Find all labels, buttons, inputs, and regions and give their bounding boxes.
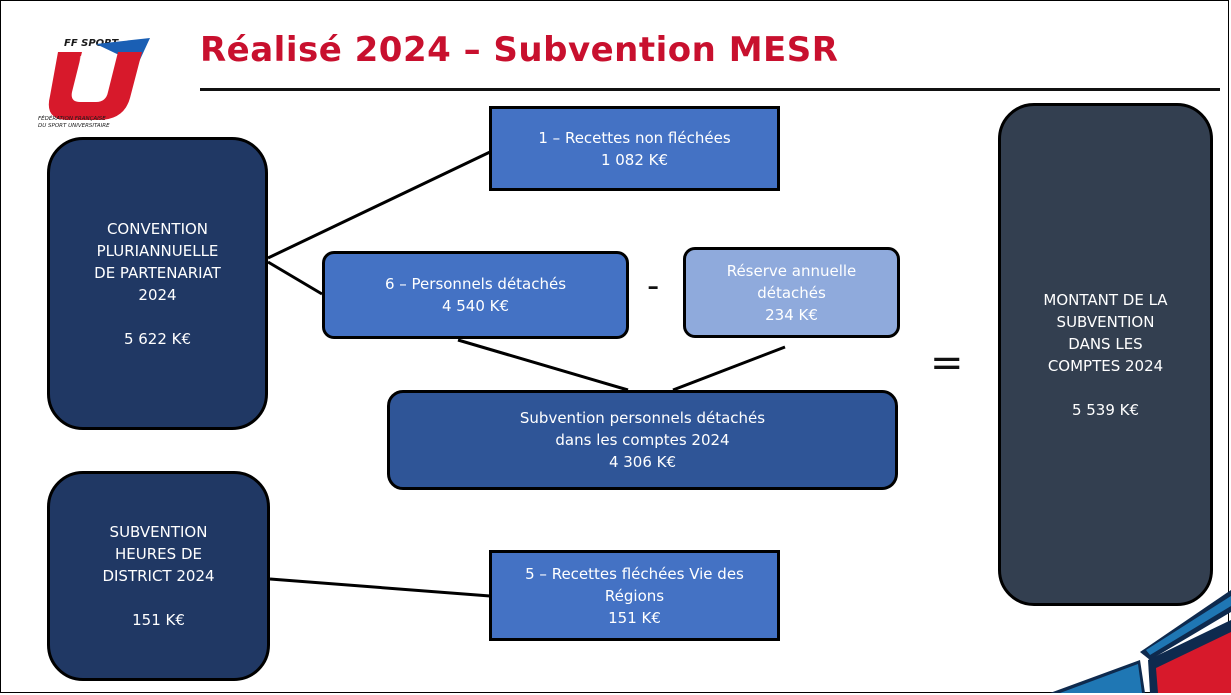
recettes-flechees-line2: Régions	[604, 586, 665, 605]
personnels-detaches-amount: 4 540 K€	[441, 297, 510, 315]
slide-title: Réalisé 2024 – Subvention MESR	[200, 30, 839, 70]
reserve-box: Réserve annuelle détachés 234 K€	[683, 247, 900, 338]
line-convention-to-personnels	[267, 260, 323, 296]
ffsu-logo: FF SPORT FÉDÉRATION FRANÇAISE DU SPORT U…	[38, 38, 150, 129]
montant-line2: SUBVENTION	[1056, 312, 1155, 331]
decorative-corner-shapes	[1050, 590, 1231, 693]
convention-line3: DE PARTENARIAT	[94, 263, 221, 282]
convention-amount: 5 622 K€	[123, 329, 192, 348]
subvention-personnels-amount: 4 306 K€	[608, 453, 677, 471]
logo-caption-2: DU SPORT UNIVERSITAIRE	[38, 123, 110, 129]
subvention-personnels-line2: dans les comptes 2024	[555, 431, 730, 449]
subvention-personnels-box: Subvention personnels détachés dans les …	[387, 390, 898, 490]
montant-line1: MONTANT DE LA	[1043, 290, 1168, 309]
line-personnels-to-subvention	[457, 338, 629, 392]
personnels-detaches-label: 6 – Personnels détachés	[384, 275, 567, 293]
convention-line4: 2024	[138, 285, 177, 304]
minus-operator: -	[647, 266, 660, 306]
reserve-line2: détachés	[757, 283, 826, 302]
reserve-amount: 234 K€	[765, 305, 818, 324]
district-amount: 151 K€	[132, 611, 185, 629]
title-underline	[200, 88, 1220, 91]
montant-line4: COMPTES 2024	[1047, 356, 1164, 375]
district-line1: SUBVENTION	[109, 523, 208, 541]
district-line3: DISTRICT 2024	[102, 567, 215, 585]
montant-box: MONTANT DE LA SUBVENTION DANS LES COMPTE…	[998, 103, 1213, 606]
montant-line3: DANS LES	[1068, 334, 1143, 353]
logo-caption-1: FÉDÉRATION FRANÇAISE	[38, 114, 106, 122]
subvention-personnels-line1: Subvention personnels détachés	[519, 409, 766, 427]
equals-operator: =	[930, 340, 964, 386]
convention-box: CONVENTION PLURIANNUELLE DE PARTENARIAT …	[47, 137, 268, 430]
line-reserve-to-subvention	[672, 345, 786, 392]
district-box: SUBVENTION HEURES DE DISTRICT 2024 151 K…	[47, 471, 270, 681]
logo-top-text: FF SPORT	[64, 38, 119, 49]
recettes-flechees-line1: 5 – Recettes fléchées Vie des	[525, 564, 744, 583]
personnels-detaches-box: 6 – Personnels détachés 4 540 K€	[322, 251, 629, 339]
recettes-flechees-amount: 151 K€	[608, 608, 661, 627]
convention-line2: PLURIANNUELLE	[96, 241, 219, 260]
line-district-to-flechees	[269, 577, 491, 598]
district-line2: HEURES DE	[115, 545, 202, 563]
recettes-non-flechees-label: 1 – Recettes non fléchées	[538, 128, 731, 147]
montant-amount: 5 539 K€	[1071, 400, 1140, 419]
recettes-flechees-box: 5 – Recettes fléchées Vie des Régions 15…	[489, 550, 780, 641]
line-convention-to-recettes	[267, 150, 491, 260]
recettes-non-flechees-box: 1 – Recettes non fléchées 1 082 K€	[489, 106, 780, 191]
reserve-line1: Réserve annuelle	[726, 261, 857, 280]
recettes-non-flechees-amount: 1 082 K€	[600, 150, 669, 169]
convention-line1: CONVENTION	[106, 219, 209, 238]
